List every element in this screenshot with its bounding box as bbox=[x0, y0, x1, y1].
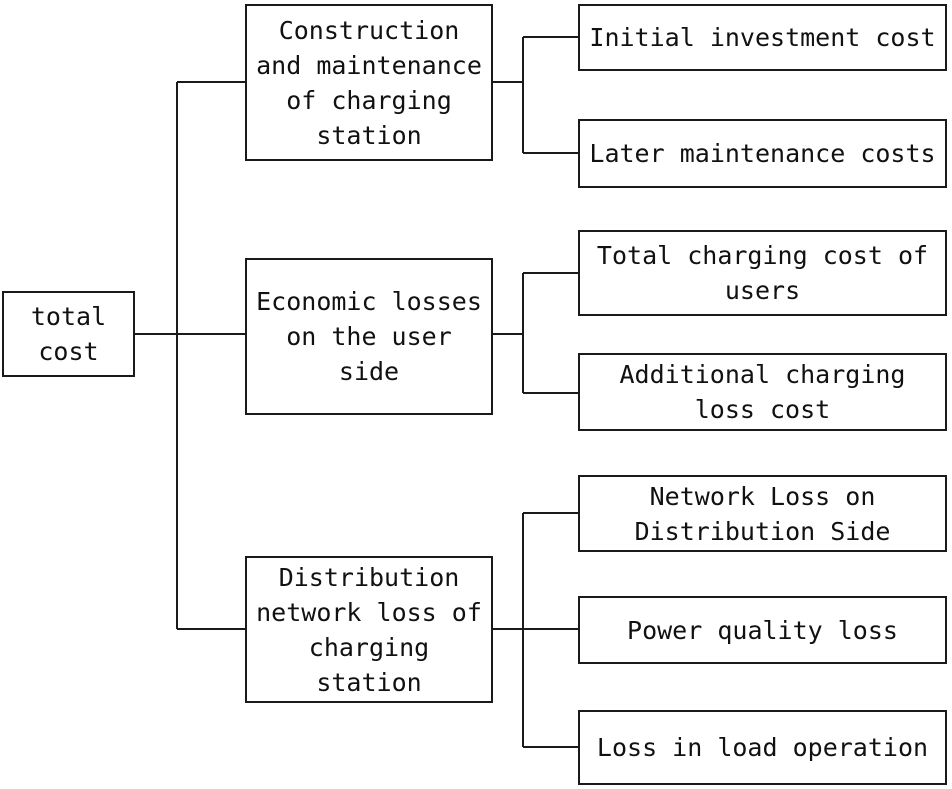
node-construction-maintenance[interactable]: Construction and maintenance of charging… bbox=[245, 4, 493, 161]
node-loss-in-load-operation-label: Loss in load operation bbox=[596, 733, 929, 762]
node-power-quality-loss[interactable]: Power quality loss bbox=[578, 596, 947, 664]
node-total-cost-label: total cost bbox=[30, 302, 107, 366]
node-loss-in-load-operation[interactable]: Loss in load operation bbox=[578, 710, 947, 785]
node-power-quality-loss-label: Power quality loss bbox=[627, 615, 898, 645]
node-initial-investment-cost[interactable]: Initial investment cost bbox=[578, 4, 947, 71]
node-additional-charging-loss-cost-label: Additional charging loss cost bbox=[619, 360, 906, 424]
node-distribution-network-loss[interactable]: Distribution network loss of charging st… bbox=[245, 556, 493, 703]
node-economic-losses-user[interactable]: Economic losses on the user side bbox=[245, 258, 493, 415]
node-total-charging-cost-users[interactable]: Total charging cost of users bbox=[578, 230, 947, 316]
node-network-loss-distribution-side-label: Network Loss on Distribution Side bbox=[634, 481, 891, 546]
node-economic-losses-user-label: Economic losses on the user side bbox=[256, 287, 482, 386]
node-construction-maintenance-label: Construction and maintenance of charging… bbox=[256, 15, 482, 150]
node-total-charging-cost-users-label: Total charging cost of users bbox=[596, 241, 929, 305]
node-network-loss-distribution-side[interactable]: Network Loss on Distribution Side bbox=[578, 475, 947, 552]
node-total-cost[interactable]: total cost bbox=[2, 291, 135, 377]
node-distribution-network-loss-label: Distribution network loss of charging st… bbox=[256, 562, 482, 697]
node-initial-investment-cost-label: Initial investment cost bbox=[589, 23, 936, 52]
node-later-maintenance-costs-label: Later maintenance costs bbox=[589, 139, 936, 168]
node-additional-charging-loss-cost[interactable]: Additional charging loss cost bbox=[578, 353, 947, 431]
node-later-maintenance-costs[interactable]: Later maintenance costs bbox=[578, 119, 947, 188]
